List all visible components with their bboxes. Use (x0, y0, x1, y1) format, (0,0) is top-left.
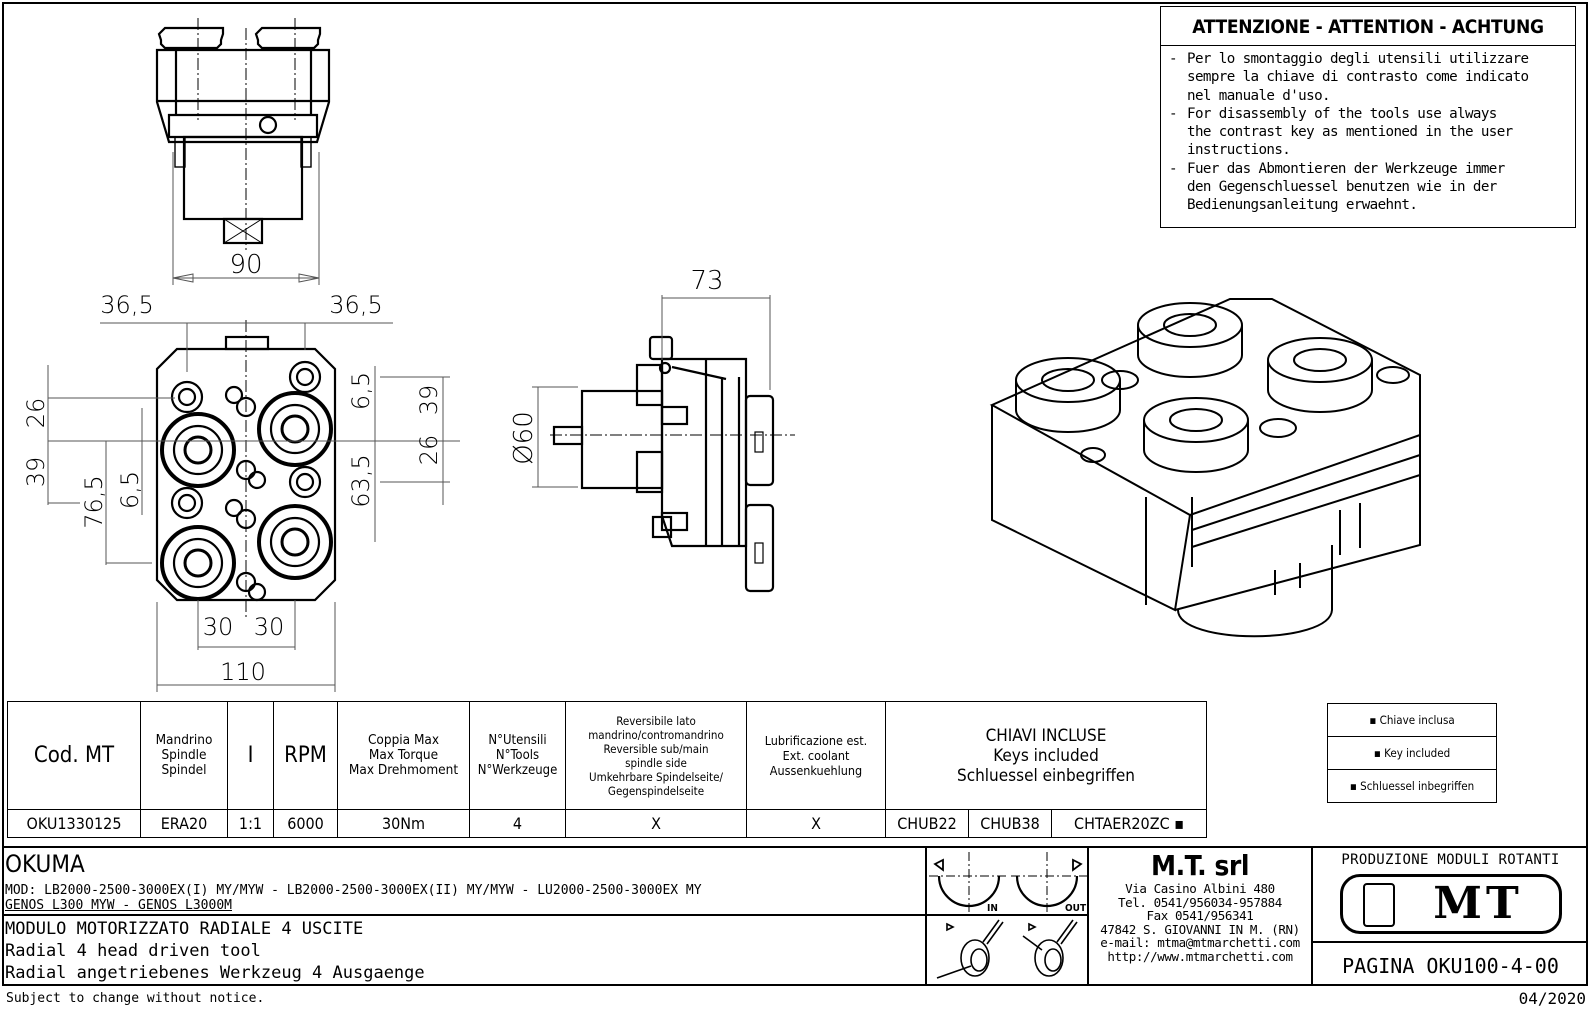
rotation-out-icon (1015, 858, 1083, 908)
front-view: 36,5 36,5 26 39 76,5 6,5 6,5 63,5 39 26 … (22, 291, 460, 692)
change-notice: Subject to change without notice. (6, 991, 265, 1006)
header-cod: Cod. MT (7, 701, 141, 810)
legend-de: ▪ Schluessel inbegriffen (1327, 769, 1497, 803)
company-fax: Fax 0541/956341 (1146, 908, 1254, 923)
dim-90: 90 (229, 250, 262, 280)
dim-76-5: 76,5 (80, 475, 108, 528)
attention-item: -For disassembly of the tools use always… (1169, 105, 1513, 159)
models-list: MOD: LB2000-2500-3000EX(I) MY/MYW - LB20… (5, 883, 702, 913)
production-block: PRODUZIONE MODULI ROTANTI MT (1313, 848, 1588, 943)
dim-26-left: 26 (22, 398, 50, 429)
legend-en: ▪ Key included (1327, 736, 1497, 770)
dim-26-right: 26 (415, 435, 443, 466)
title-block (2, 846, 1588, 986)
cell-torque: 30Nm (337, 809, 470, 838)
rotation-in-label: IN (987, 903, 998, 914)
cell-cod: OKU1330125 (7, 809, 141, 838)
cell-spindle: ERA20 (140, 809, 228, 838)
description-de: Radial angetriebenes Werkzeug 4 Ausgaeng… (5, 963, 425, 983)
cell-key-1: CHUB22 (885, 809, 969, 838)
side-view: 73 Ø60 (509, 266, 795, 593)
description-it: MODULO MOTORIZZATO RADIALE 4 USCITE (5, 919, 364, 939)
company-tel: Tel. 0541/956034-957884 (1118, 894, 1282, 910)
rotation-block: IN OUT (927, 848, 1089, 916)
attention-title: ATTENZIONE - ATTENTION - ACHTUNG (1161, 7, 1575, 46)
dim-6-5-right: 6,5 (347, 372, 375, 410)
dim-73: 73 (690, 266, 723, 296)
drawing-frame (2, 2, 1588, 986)
page-number: PAGINA OKU100-4-00 (1342, 954, 1559, 978)
header-rpm: RPM (273, 701, 338, 810)
dim-39-left: 39 (22, 457, 50, 488)
company-block: M.T. srl Via Casino Albini 480 Tel. 0541… (1089, 848, 1313, 986)
company-website[interactable]: http://www.mtmarchetti.com (1107, 948, 1293, 964)
company-email[interactable]: e-mail: mtma@mtmarchetti.com (1100, 935, 1300, 950)
dim-36-5-left: 36,5 (100, 291, 153, 319)
wrench-usage-block (927, 916, 1089, 986)
company-name: M.T. srl (1151, 849, 1249, 882)
rotary-module-icon (1363, 883, 1395, 927)
attention-item: -Fuer das Abmontieren der Werkzeuge imme… (1169, 160, 1505, 214)
isometric-view (989, 298, 1421, 638)
rotation-in-icon (933, 858, 1001, 908)
spec-data-row: OKU1330125 ERA20 1:1 6000 30Nm 4 X X CHU… (7, 809, 1207, 838)
brand-label: OKUMA (5, 850, 85, 878)
dim-diameter-60: Ø60 (509, 411, 539, 465)
dim-110: 110 (220, 658, 266, 686)
logo-text: MT (1433, 878, 1523, 929)
dim-63-5: 63,5 (347, 454, 375, 507)
wrench-usage-icon (936, 919, 1078, 979)
revision-date: 04/2020 (1518, 989, 1586, 1008)
machine-block: OKUMA MOD: LB2000-2500-3000EX(I) MY/MYW … (2, 848, 927, 916)
company-address: Via Casino Albini 480 (1125, 881, 1275, 896)
cell-tools: 4 (469, 809, 566, 838)
company-city: 47842 S. GIOVANNI IN M. (RN) (1100, 921, 1300, 937)
rotation-out-label: OUT (1065, 903, 1087, 914)
key-included-mark: ▪ (1174, 814, 1184, 833)
cell-key-3: CHTAER20ZC ▪ (1051, 809, 1207, 838)
cell-coolant: X (746, 809, 886, 838)
cell-key-2: CHUB38 (968, 809, 1052, 838)
cell-rpm: 6000 (273, 809, 338, 838)
dim-30-left: 30 (203, 613, 234, 641)
attention-item: -Per lo smontaggio degli utensili utiliz… (1169, 51, 1529, 104)
dim-6-5-left: 6,5 (116, 471, 144, 509)
cell-reversible: X (565, 809, 747, 838)
dim-39-right: 39 (415, 385, 443, 416)
attention-box: ATTENZIONE - ATTENTION - ACHTUNG -Per lo… (1160, 6, 1576, 228)
top-view: 90 (155, 18, 331, 285)
description-en: Radial 4 head driven tool (5, 941, 261, 961)
header-ratio: I (227, 701, 274, 810)
dim-36-5-right: 36,5 (329, 291, 382, 319)
page-block: PAGINA OKU100-4-00 (1313, 943, 1588, 986)
dim-30-right: 30 (254, 613, 285, 641)
description-block: MODULO MOTORIZZATO RADIALE 4 USCITE Radi… (2, 916, 927, 986)
mt-logo: MT (1340, 874, 1562, 934)
production-label: PRODUZIONE MODULI ROTANTI (1341, 852, 1560, 868)
attention-body: -Per lo smontaggio degli utensili utiliz… (1161, 46, 1575, 215)
keys-legend: ▪ Chiave inclusa ▪ Key included ▪ Schlue… (1327, 703, 1497, 803)
cell-ratio: 1:1 (227, 809, 274, 838)
legend-it: ▪ Chiave inclusa (1327, 703, 1497, 737)
